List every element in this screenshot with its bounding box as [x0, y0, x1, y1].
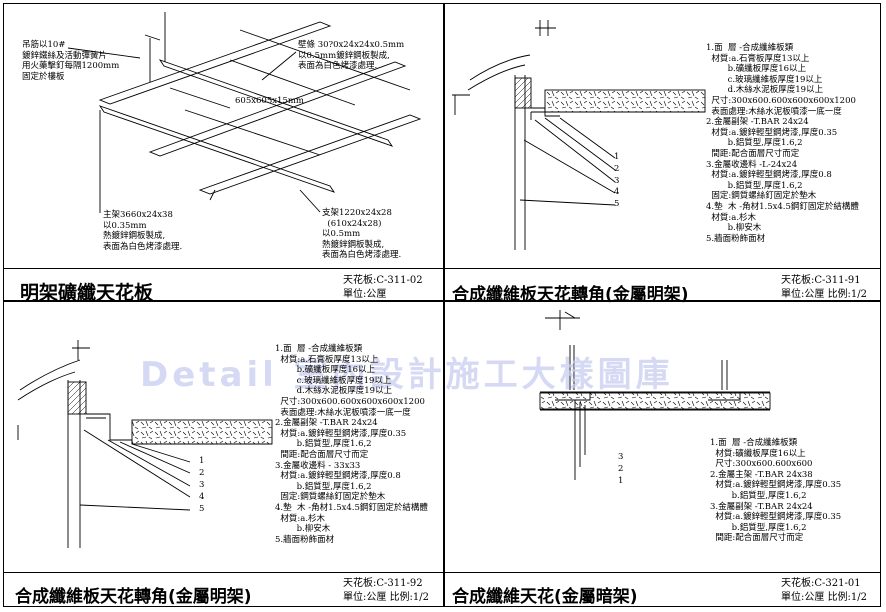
- panel-code-2: 天花板:C-311-91: [781, 275, 861, 286]
- title-bar-4: [444, 572, 881, 604]
- title-bar-3: [3, 572, 443, 604]
- legend-2: 1.面 層 -合成纖維板類 材質:a.石膏板厚度13以上 b.礦纖板厚度16以上…: [706, 43, 859, 244]
- callout-3: 3: [614, 176, 620, 186]
- callout-2: 2: [199, 468, 205, 478]
- callout-4: 4: [199, 492, 205, 502]
- title-bar-2: [444, 268, 881, 300]
- callout-3: 3: [618, 452, 624, 462]
- callout-5: 5: [199, 504, 205, 514]
- panel-unit-3: 單位:公厘 比例:1/2: [343, 592, 430, 603]
- iso-grid-drawing: [67, 12, 422, 213]
- section-drawing-3: [539, 310, 771, 480]
- callout-2: 2: [618, 464, 624, 474]
- panel-divider-vertical: [443, 3, 445, 607]
- main-runner-note: 主架3660x24x38 以0.35mm 熱鍍鋅鋼板製成, 表面為白色烤漆處理.: [103, 210, 183, 252]
- panel-title-4: 合成纖維天花(金屬暗架): [452, 587, 638, 607]
- panel-divider-horizontal: [3, 300, 881, 302]
- callout-4: 4: [614, 187, 620, 197]
- callout-3: 3: [199, 480, 205, 490]
- section-drawing-2: [17, 340, 273, 548]
- panel-unit-1: 單位:公厘: [343, 289, 387, 300]
- legend-3: 1.面 層 -合成纖維板類 材質:a.石膏板厚度13以上 b.礦纖板厚度16以上…: [275, 344, 428, 545]
- panel-title-3: 合成纖維板天花轉角(金屬明架): [15, 587, 252, 607]
- title-bar-1: [3, 268, 443, 300]
- panel-unit-2: 單位:公厘 比例:1/2: [781, 289, 868, 300]
- drawing-sheet: [3, 3, 881, 607]
- callout-1: 1: [614, 152, 620, 162]
- panel-title-2: 合成纖維板天花轉角(金屬明架): [452, 285, 689, 305]
- border-note: 壁條 30?0x24x24x0.5mm 以0.5mm鍍鋅鋼板製成, 表面為白色烤…: [298, 40, 405, 72]
- callout-1: 1: [199, 456, 205, 466]
- board-size-note: 605x605x15mm: [235, 96, 304, 106]
- watermark: Detail 室內設計施工大樣圖庫: [140, 355, 674, 395]
- legend-4: 1.面 層 -合成纖維板類 材質:礦纖板厚度16以上 尺寸:300x600.60…: [710, 438, 842, 544]
- panel-unit-4: 單位:公厘 比例:1/2: [781, 592, 868, 603]
- callout-2: 2: [614, 164, 620, 174]
- panel-code-3: 天花板:C-311-92: [343, 578, 423, 589]
- section-drawing-1: [452, 20, 706, 250]
- hanger-note: 吊筋以10# 鍍鋅鐵絲及活動彈簧片 用火藥擊釘每隔1200mm 固定於樓板: [22, 40, 120, 82]
- panel-title-1: 明架礦纖天花板: [20, 282, 154, 304]
- cross-runner-note: 支架1220x24x28 (610x24x28) 以0.5mm 熱鍍鋅鋼板製成,…: [322, 208, 402, 261]
- callout-1: 1: [618, 476, 624, 486]
- panel-code-4: 天花板:C-321-01: [781, 578, 861, 589]
- callout-5: 5: [614, 199, 620, 209]
- panel-code-1: 天花板:C-311-02: [343, 275, 423, 286]
